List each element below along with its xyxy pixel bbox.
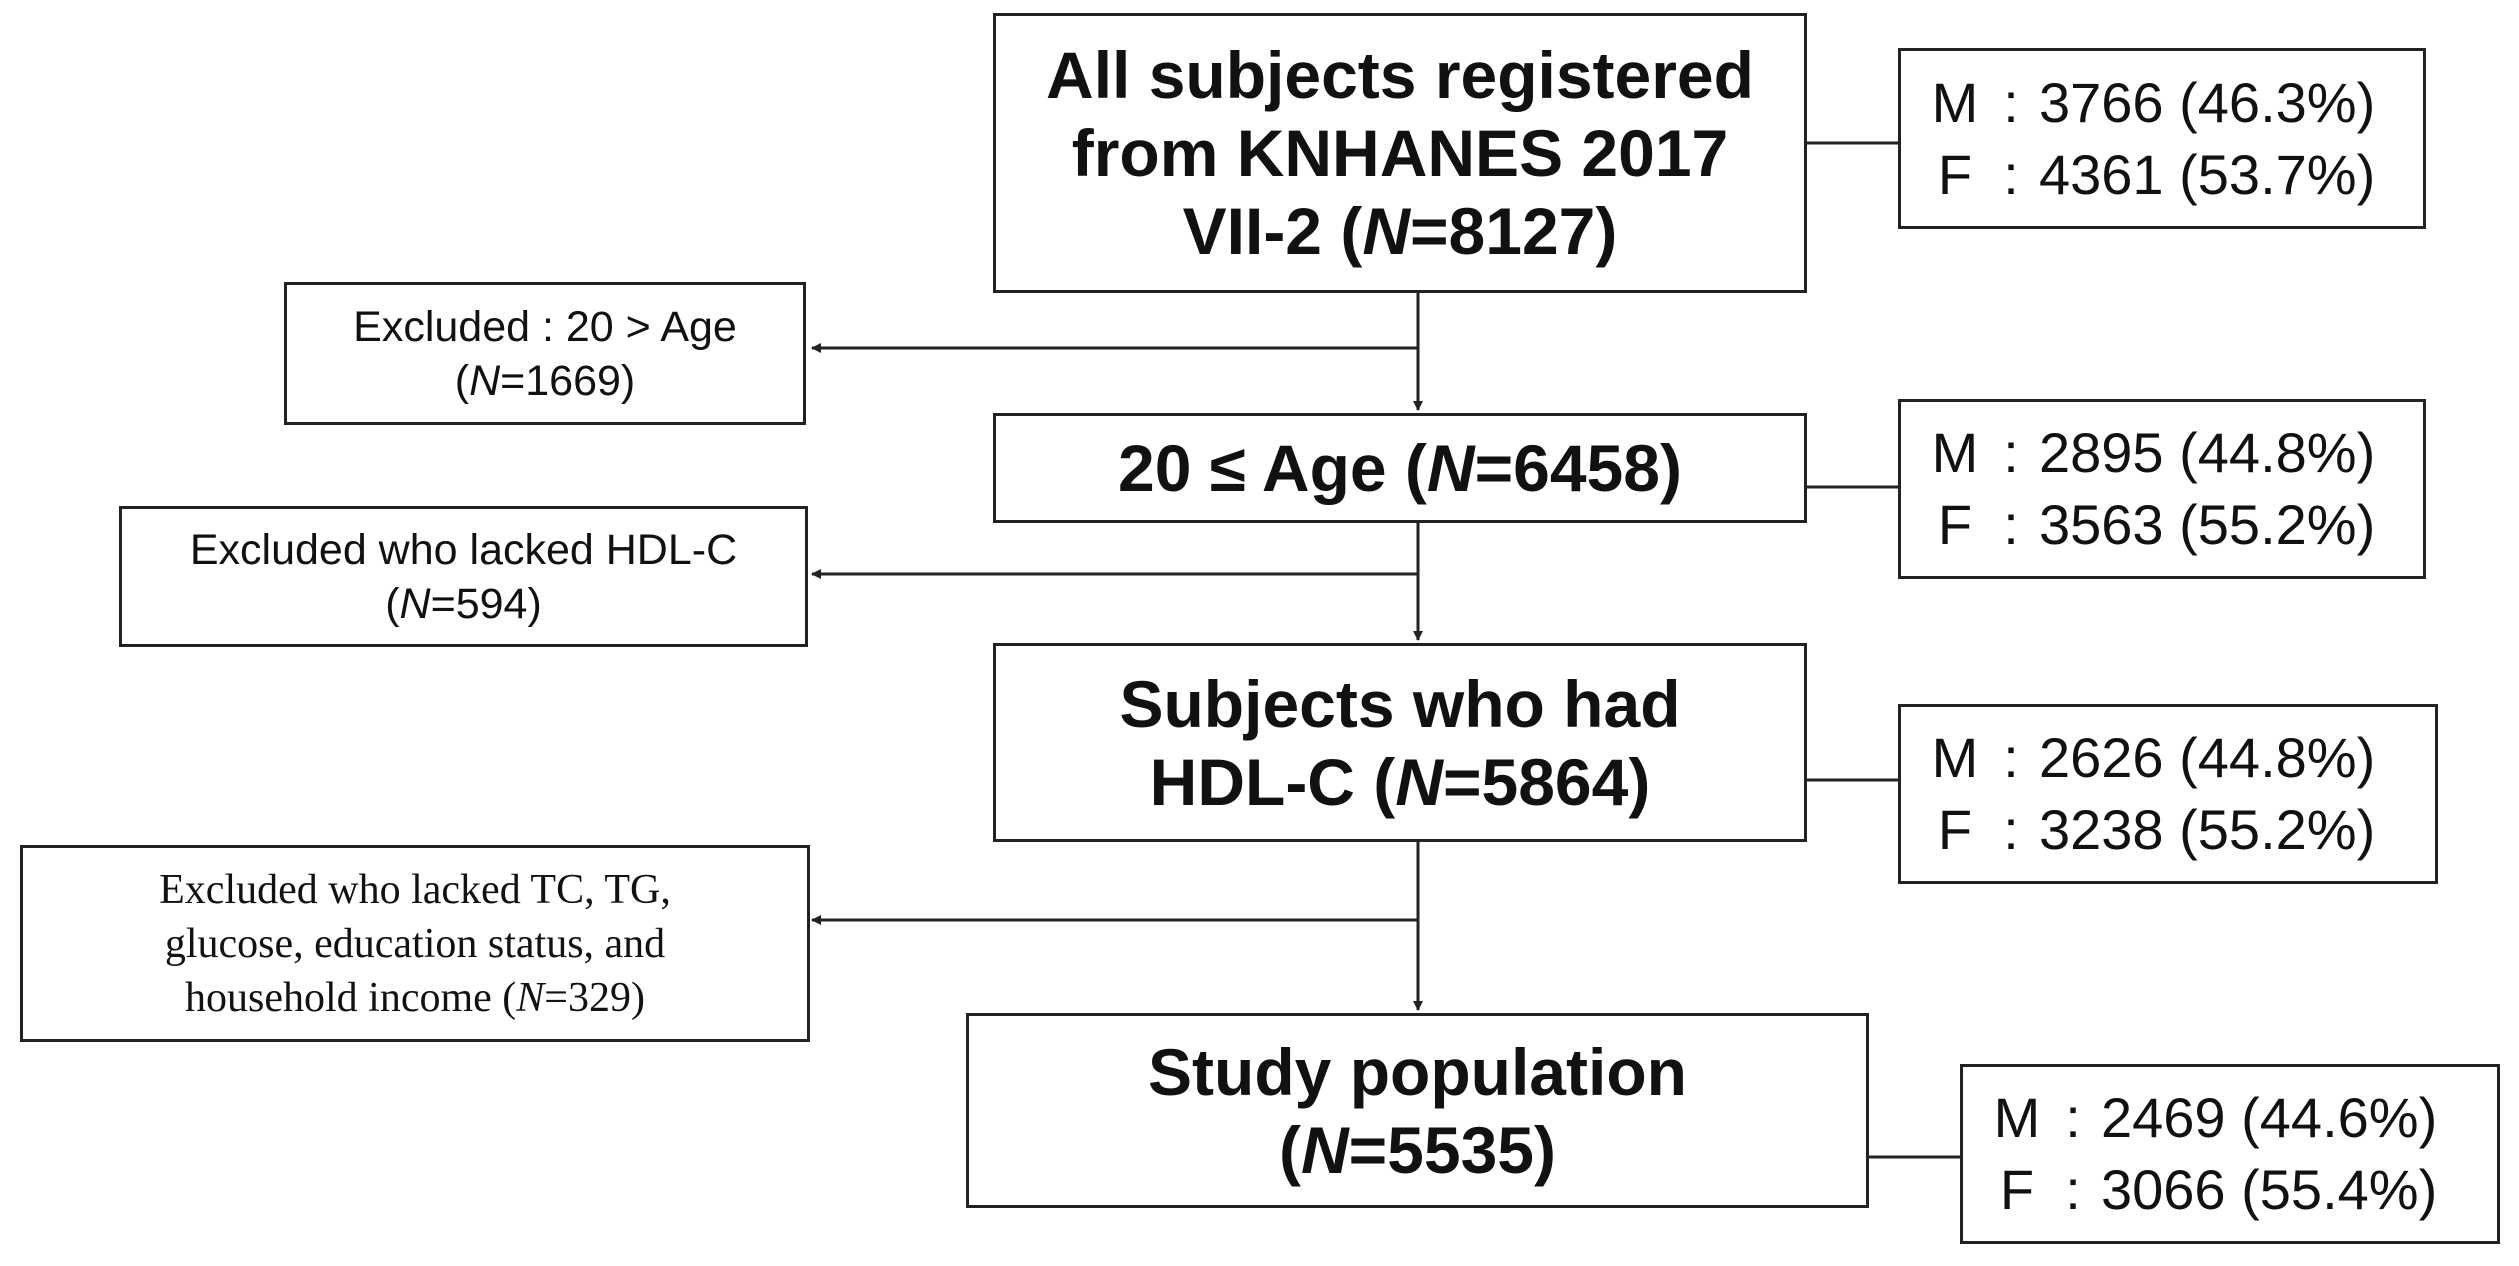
all-subjects-line1: All subjects registered (1046, 38, 1754, 112)
excluded-other-line2: glucose, education status, and (164, 920, 666, 967)
box-study-population: Study population (N=5535) (966, 1013, 1869, 1208)
hdl-line1: Subjects who had (1119, 666, 1681, 741)
sex-hdl-female: F:3238 (55.2%) (1937, 798, 2376, 861)
sex-study-male: M:2469 (44.6%) (1993, 1086, 2438, 1149)
age-line: 20 ≤ Age (N=6458) (1118, 431, 1682, 505)
excluded-age-line1: Excluded : 20 > Age (353, 302, 737, 351)
sex-all-female: F:4361 (53.7%) (1937, 142, 2376, 206)
box-all-subjects: All subjects registered from KNHANES 201… (993, 13, 1807, 293)
box-hdl-subjects: Subjects who had HDL-C (N=5864) (993, 643, 1807, 842)
box-sex-all: M:3766 (46.3%) F:4361 (53.7%) (1898, 48, 2426, 229)
study-line2: (N=5535) (1278, 1112, 1556, 1187)
box-age: 20 ≤ Age (N=6458) (993, 413, 1807, 523)
hdl-line2: HDL-C (N=5864) (1149, 744, 1651, 819)
box-excluded-hdl: Excluded who lacked HDL-C (N=594) (119, 506, 808, 647)
box-sex-age: M:2895 (44.8%) F:3563 (55.2%) (1898, 399, 2426, 579)
box-excluded-age: Excluded : 20 > Age (N=1669) (284, 282, 806, 425)
all-subjects-line3: VII-2 (N=8127) (1182, 194, 1618, 268)
excluded-hdl-line2: (N=594) (385, 579, 542, 628)
study-line1: Study population (1148, 1034, 1687, 1109)
sex-age-female: F:3563 (55.2%) (1937, 493, 2376, 556)
excluded-hdl-line1: Excluded who lacked HDL-C (189, 525, 738, 574)
excluded-other-line3: household income (N=329) (185, 974, 645, 1021)
box-excluded-other: Excluded who lacked TC, TG, glucose, edu… (20, 845, 810, 1042)
sex-hdl-male: M:2626 (44.8%) (1931, 726, 2376, 789)
all-subjects-line2: from KNHANES 2017 (1071, 116, 1729, 190)
excluded-other-line1: Excluded who lacked TC, TG, (159, 866, 671, 913)
box-sex-hdl: M:2626 (44.8%) F:3238 (55.2%) (1898, 704, 2438, 884)
box-sex-study: M:2469 (44.6%) F:3066 (55.4%) (1960, 1064, 2500, 1244)
sex-all-male: M:3766 (46.3%) (1931, 70, 2376, 134)
sex-age-male: M:2895 (44.8%) (1931, 421, 2376, 484)
sex-study-female: F:3066 (55.4%) (1999, 1158, 2438, 1221)
excluded-age-line2: (N=1669) (454, 356, 636, 405)
